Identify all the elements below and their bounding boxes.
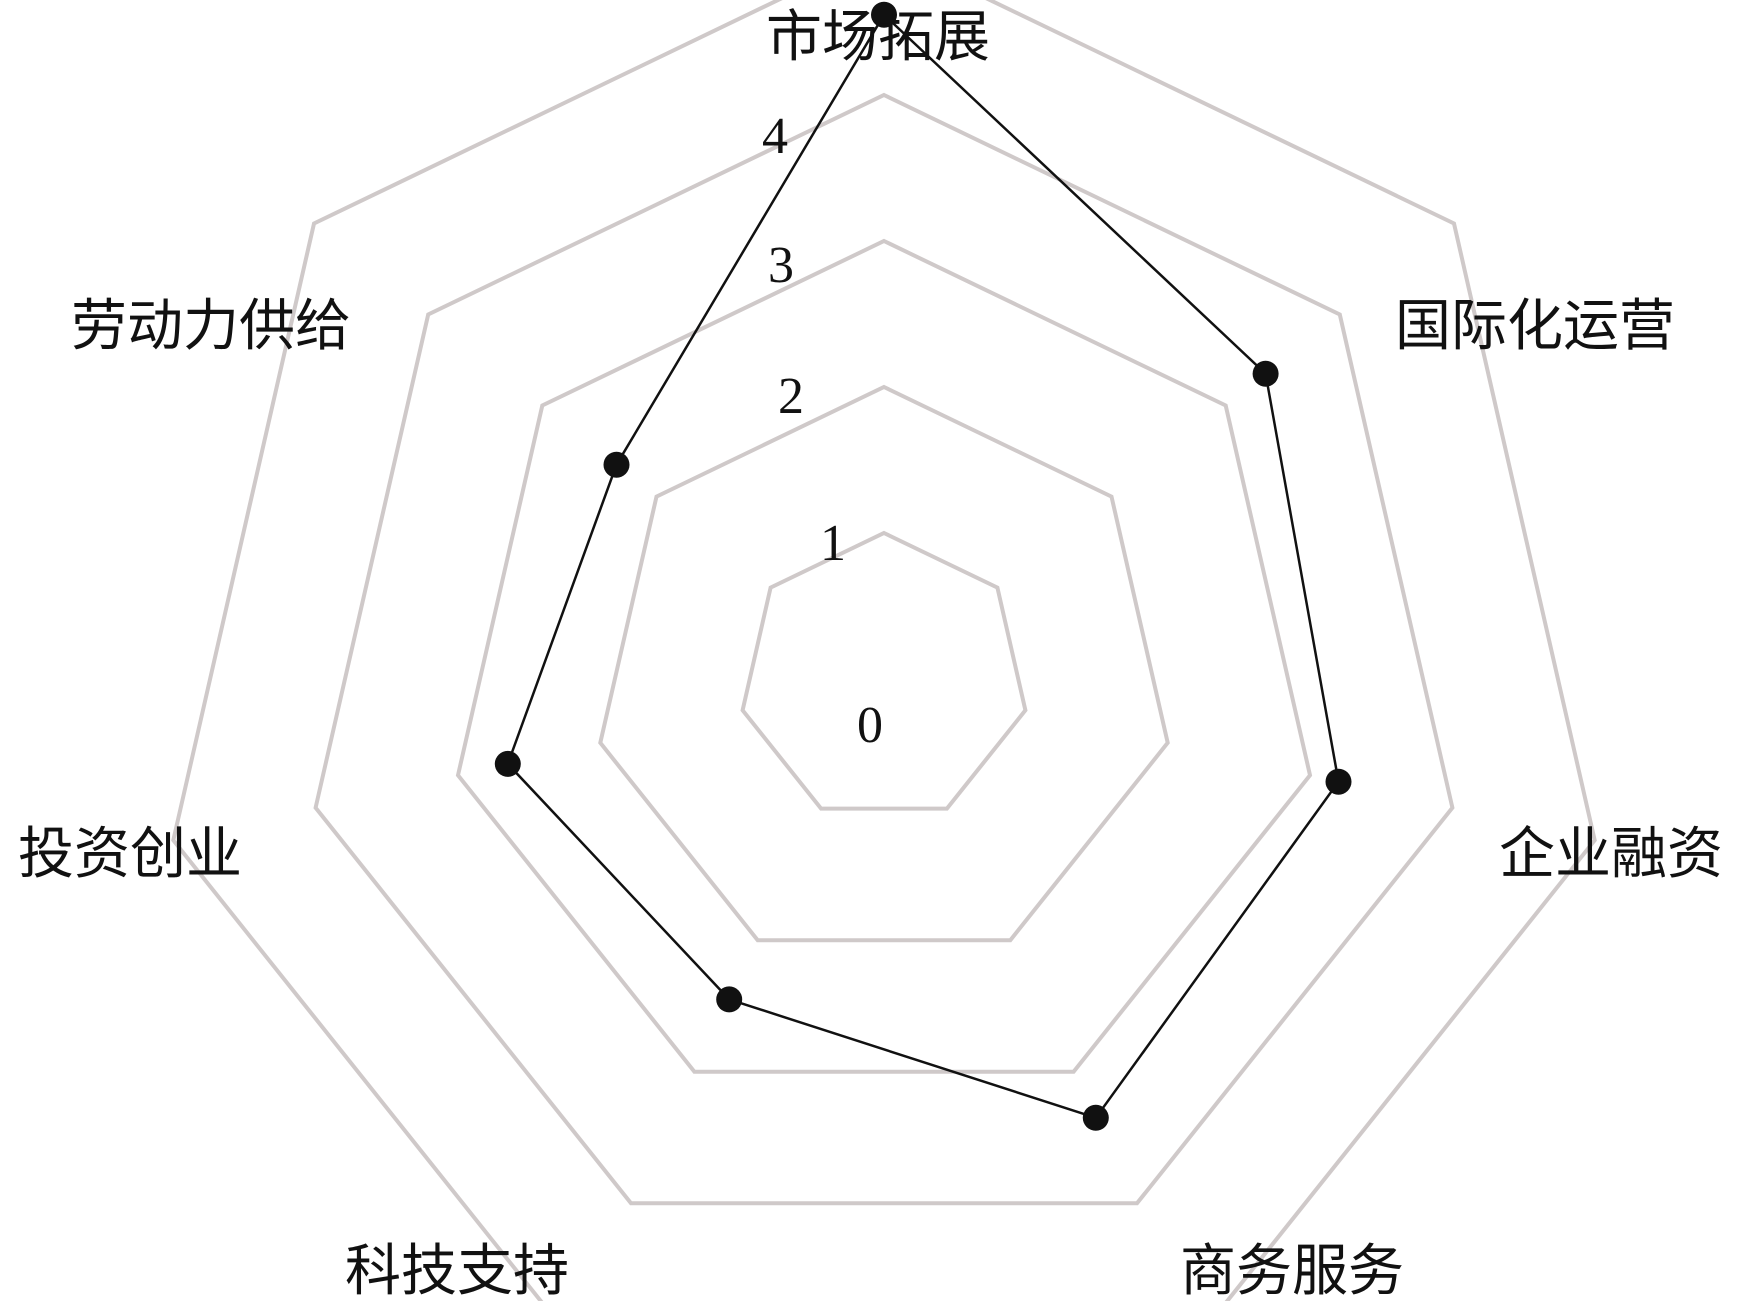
data-point-4 xyxy=(716,986,743,1013)
grid-ring-2 xyxy=(455,238,1313,1074)
series-line-0 xyxy=(506,12,1340,1120)
grid-ring-3 xyxy=(313,92,1455,1206)
data-point-1 xyxy=(1252,360,1279,387)
data-point-0 xyxy=(871,1,897,28)
data-point-6 xyxy=(603,451,630,478)
axis-label-1: 国际化运营 xyxy=(1395,294,1675,359)
data-point-3 xyxy=(1082,1104,1109,1131)
tick-label-3: 3 xyxy=(768,237,794,294)
data-point-2 xyxy=(1325,768,1352,795)
axis-label-2: 企业融资 xyxy=(1499,822,1723,887)
tick-labels: 0 1 2 3 4 xyxy=(762,108,883,754)
grid-layer xyxy=(171,0,1597,1301)
tick-label-0: 0 xyxy=(857,697,883,754)
tick-label-4: 4 xyxy=(762,108,788,165)
series-layer xyxy=(494,1,1352,1131)
grid-ring-0 xyxy=(740,530,1028,811)
axis-label-6: 劳动力供给 xyxy=(71,294,351,359)
axis-label-4: 科技支持 xyxy=(345,1239,569,1301)
grid-ring-4 xyxy=(171,0,1597,1301)
tick-label-2: 2 xyxy=(778,368,804,425)
axis-label-0: 市场拓展 xyxy=(766,5,990,70)
axis-label-3: 商务服务 xyxy=(1180,1239,1404,1301)
data-point-5 xyxy=(494,750,521,777)
tick-label-1: 1 xyxy=(820,515,846,572)
grid-ring-1 xyxy=(598,384,1170,943)
axis-label-5: 投资创业 xyxy=(18,822,242,887)
